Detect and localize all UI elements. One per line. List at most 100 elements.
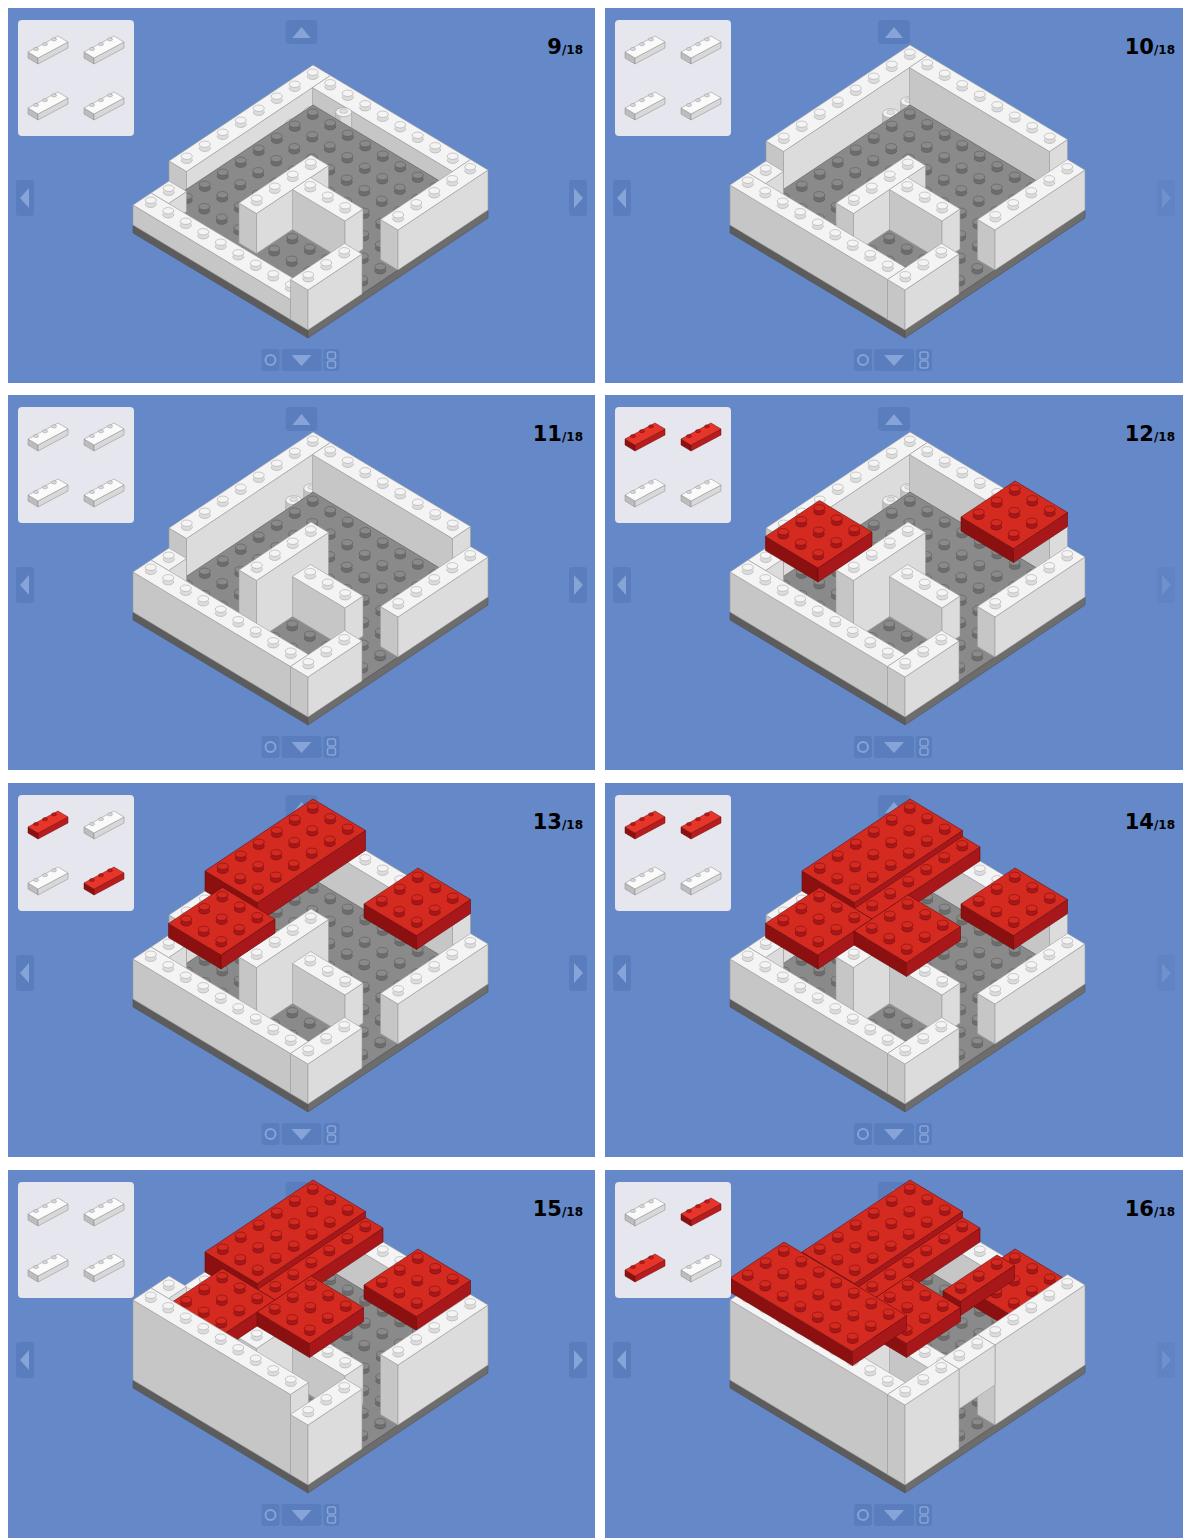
nav-right-arrow [1162, 575, 1171, 595]
stud-top [307, 496, 318, 502]
stud-top [936, 248, 947, 254]
nav-up-arrow [293, 414, 311, 425]
stud-top [868, 73, 879, 79]
stud-top [886, 121, 897, 127]
stud-top [447, 520, 458, 526]
stud-top [904, 132, 915, 138]
stud-top [198, 596, 209, 602]
model [133, 65, 488, 338]
model [730, 432, 1085, 725]
brick-top [381, 547, 489, 618]
stud-top [1027, 123, 1038, 129]
stud-top [394, 184, 405, 190]
stud-top [342, 130, 353, 136]
stud-top [992, 102, 1003, 108]
nav-rotate-icon [266, 355, 276, 365]
nav-down-arrow [884, 742, 904, 753]
part-icon [28, 92, 68, 120]
stud-top [321, 647, 332, 653]
stud-top [395, 122, 406, 128]
stud-top [812, 219, 823, 225]
stud-top [253, 105, 264, 111]
stud-top [886, 508, 897, 514]
nav-rotate-icon [858, 742, 868, 752]
stud-top [973, 509, 984, 515]
brick-face [784, 443, 928, 599]
stud-top [1044, 133, 1055, 139]
stud-top [375, 264, 386, 270]
nav-parts-icon [920, 352, 928, 359]
part-icon [84, 92, 124, 120]
stud-top [429, 188, 440, 194]
step-total: /18 [1154, 43, 1175, 57]
stud-top [1026, 575, 1037, 581]
stud-top [990, 599, 1001, 605]
nav-controls [16, 20, 587, 371]
stud-top [322, 579, 333, 585]
nav-up-arrow [885, 27, 903, 38]
stud-top [181, 153, 192, 159]
panel-illustration [605, 395, 1183, 770]
stud-top [939, 70, 950, 76]
stud-top [359, 573, 370, 579]
stud-top [289, 81, 300, 87]
stud-top [939, 130, 950, 136]
stud-top [324, 142, 335, 148]
stud-top [937, 203, 948, 209]
stud-top [990, 212, 1001, 218]
stud-top [866, 550, 877, 556]
stud-top [901, 244, 912, 250]
stud-top [325, 507, 336, 513]
stud-top [360, 141, 371, 147]
stud-top [411, 587, 422, 593]
stud-top [848, 562, 859, 568]
brick-top [133, 105, 488, 330]
stud-top [251, 195, 262, 201]
stud-top [307, 132, 318, 138]
stud-top [796, 121, 807, 127]
stud-top [902, 526, 913, 532]
stud-top [217, 129, 228, 135]
stud-top [325, 120, 336, 126]
stud-top [830, 230, 841, 236]
brick-top [890, 565, 961, 609]
stud-top [814, 192, 825, 198]
step-number: 10 [1125, 35, 1154, 59]
stud-top [1008, 200, 1019, 206]
nav-parts [324, 349, 340, 371]
stud-top [250, 627, 261, 633]
stud-top [321, 260, 332, 266]
parts-panel [615, 20, 731, 136]
stud-top [395, 549, 406, 555]
nav-parts [916, 736, 932, 758]
stud-top [974, 561, 985, 567]
stud-top [884, 234, 895, 240]
nav-parts-icon [328, 361, 336, 368]
stud-top [991, 497, 1002, 503]
nav-down [874, 736, 914, 758]
instruction-panel: 10/18 [605, 8, 1183, 383]
nav-up [286, 20, 318, 44]
stud-top [832, 180, 843, 186]
step-counter: 10/18 [1125, 35, 1175, 59]
stud-top [850, 168, 861, 174]
nav-right-arrow [1162, 188, 1171, 208]
stud-top [866, 183, 877, 189]
instruction-panel: 12/18 [605, 395, 1183, 770]
stud-top [937, 590, 948, 596]
stud-top [289, 121, 300, 127]
panel-illustration [8, 395, 595, 770]
brick-top [293, 565, 364, 609]
stud-top [359, 550, 370, 556]
stud-top [777, 198, 788, 204]
nav-left [613, 180, 631, 216]
stud-top [850, 85, 861, 91]
stud-top [991, 184, 1002, 190]
stud-top [342, 517, 353, 523]
stud-top [991, 571, 1002, 577]
stud-top [271, 520, 282, 526]
nav-right [569, 180, 587, 216]
brick-top [293, 178, 364, 222]
stud-top [1009, 485, 1020, 491]
nav-left-arrow [617, 575, 626, 595]
